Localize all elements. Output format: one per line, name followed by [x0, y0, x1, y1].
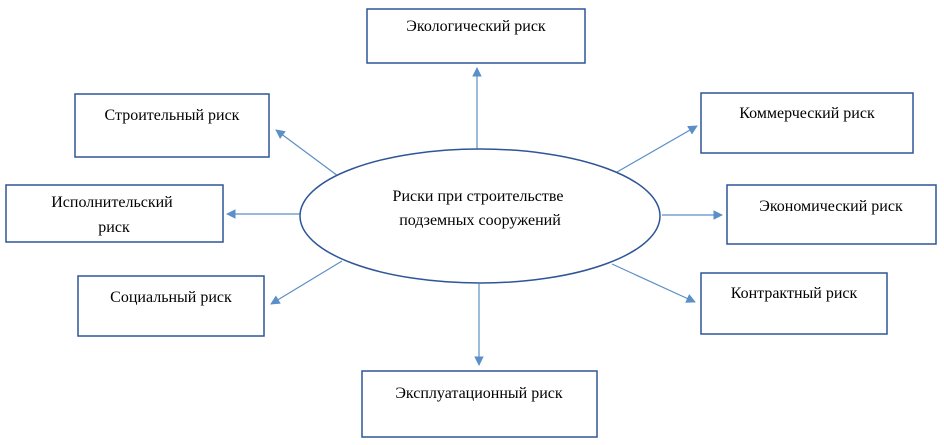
economic-risk-label: Экономический риск — [759, 198, 903, 215]
center-label-line-1: Риски при строительстве — [393, 188, 564, 205]
executive-risk-label-line-1: Исполнительский — [51, 194, 173, 211]
ecological-risk-label: Экологический риск — [406, 18, 546, 35]
risk-box-construction: Строительный риск — [74, 93, 270, 158]
economic-risk-label-line-1: Экономический риск — [759, 198, 903, 215]
social-risk-label: Социальный риск — [110, 289, 232, 306]
social-risk-label-line-1: Социальный риск — [110, 289, 232, 306]
risk-box-executive: Исполнительский риск — [5, 184, 224, 243]
risk-box-economic: Экономический риск — [726, 184, 937, 245]
arrow-to-social — [270, 260, 343, 305]
arrow-to-construction — [275, 129, 339, 177]
risk-box-commercial: Коммерческий риск — [700, 92, 914, 154]
commercial-risk-label-line-1: Коммерческий риск — [739, 105, 875, 122]
arrows — [226, 67, 723, 366]
executive-risk-label: Исполнительский риск — [51, 194, 177, 236]
construction-risk-label: Строительный риск — [105, 107, 240, 124]
construction-risk-label-line-1: Строительный риск — [105, 107, 240, 124]
executive-risk-label-line-2: риск — [98, 219, 130, 236]
arrow-to-commercial — [616, 125, 698, 173]
center-label-line-2: подземных сооружений — [399, 212, 561, 229]
risk-box-operational: Эксплуатационный риск — [361, 370, 598, 438]
center-node: Риски при строительстве подземных сооруж… — [299, 148, 661, 284]
ecological-risk-label-line-1: Экологический риск — [406, 18, 546, 35]
risk-box-contract: Контрактный риск — [700, 272, 888, 335]
contract-risk-label: Контрактный риск — [731, 285, 858, 302]
risk-box-ecological: Экологический риск — [366, 8, 586, 64]
commercial-risk-label: Коммерческий риск — [739, 105, 875, 122]
center-label: Риски при строительстве подземных сооруж… — [393, 188, 568, 229]
center-ellipse — [299, 148, 661, 284]
operational-risk-label-line-1: Эксплуатационный риск — [395, 385, 563, 402]
arrow-to-contract — [611, 263, 696, 303]
risk-box-social: Социальный риск — [77, 275, 265, 337]
contract-risk-label-line-1: Контрактный риск — [731, 285, 858, 302]
operational-risk-label: Эксплуатационный риск — [395, 385, 563, 402]
